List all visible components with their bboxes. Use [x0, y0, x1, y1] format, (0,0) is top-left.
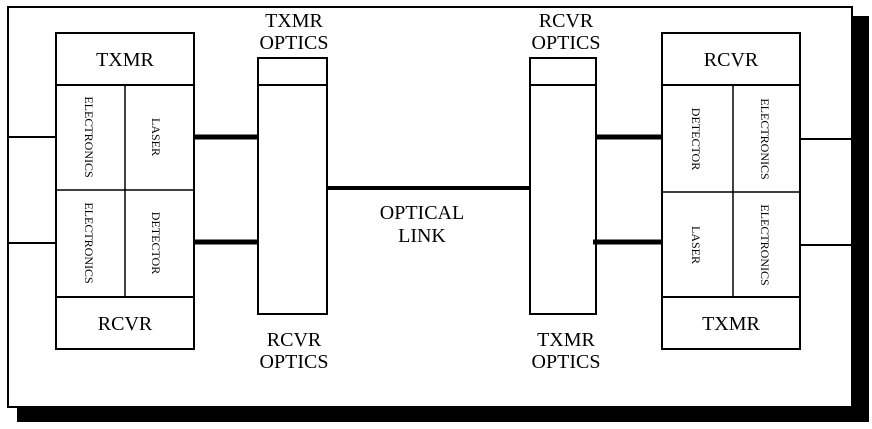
right-optics-top-line1: RCVR [539, 10, 594, 32]
optical-link-label-line1: OPTICAL [380, 202, 464, 224]
left-transceiver-unit: TXMR RCVR ELECTRONICS LASER ELECTRONICS … [55, 32, 195, 350]
left-unit-bottom-right-cell: DETECTOR [149, 212, 163, 274]
left-unit-bottom-left-cell: ELECTRONICS [82, 202, 96, 283]
left-optics-bottom-line2: OPTICS [260, 351, 329, 373]
right-unit-top-right-cell: ELECTRONICS [758, 98, 772, 179]
right-unit-top-left-cell: DETECTOR [689, 108, 703, 170]
right-transceiver-unit: RCVR TXMR DETECTOR ELECTRONICS LASER ELE… [661, 32, 801, 350]
right-unit-top-label: RCVR [704, 49, 759, 71]
left-unit-top-left-cell: ELECTRONICS [82, 96, 96, 177]
right-unit-bottom-left-cell: LASER [689, 226, 703, 264]
left-unit-top-right-cell: LASER [149, 118, 163, 156]
left-unit-bottom-label: RCVR [98, 313, 153, 335]
right-unit-bottom-right-cell: ELECTRONICS [758, 204, 772, 285]
right-optics-top-line2: OPTICS [532, 32, 601, 54]
right-optics-block [529, 57, 597, 315]
optical-link-label-line2: LINK [398, 225, 446, 247]
right-optics-bottom-line2: OPTICS [532, 351, 601, 373]
left-optics-bottom-line1: RCVR [267, 329, 322, 351]
left-unit-top-label: TXMR [96, 49, 154, 71]
right-optics-bottom-line1: TXMR [537, 329, 595, 351]
left-optics-top-line2: OPTICS [260, 32, 329, 54]
right-unit-bottom-label: TXMR [702, 313, 760, 335]
left-optics-top-line1: TXMR [265, 10, 323, 32]
left-optics-block [257, 57, 328, 315]
